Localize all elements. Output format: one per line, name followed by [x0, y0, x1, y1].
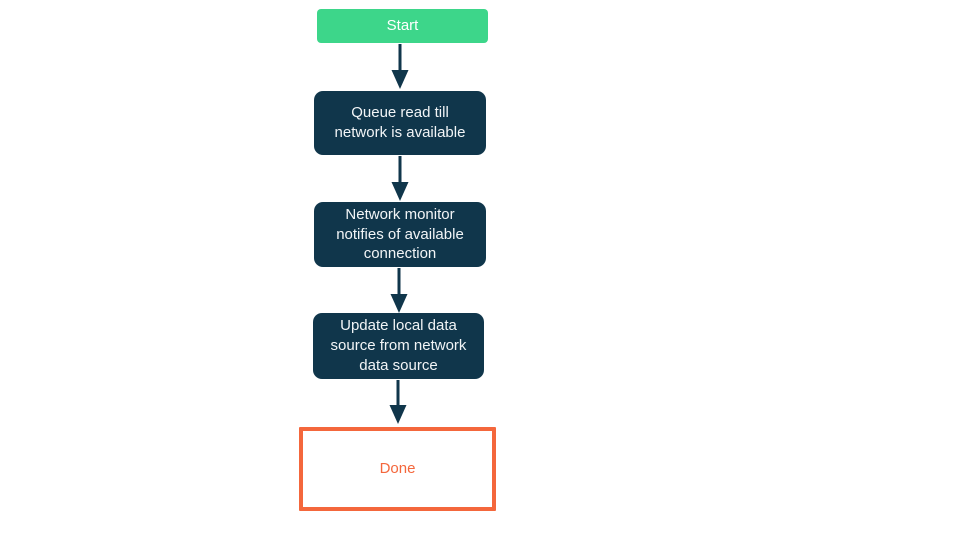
flow-node-done[interactable]: Done: [299, 427, 496, 511]
flow-node-queue-read[interactable]: Queue read till network is available: [314, 91, 486, 155]
flow-node-network-monitor-label: Network monitor notifies of available co…: [336, 205, 464, 263]
flow-node-done-label: Done: [379, 460, 416, 478]
flow-node-network-monitor[interactable]: Network monitor notifies of available co…: [314, 202, 486, 267]
flow-arrow-queue-read-to-network-monitor: [386, 156, 414, 202]
flow-node-start[interactable]: Start: [317, 9, 488, 43]
flow-arrow-network-monitor-to-update-local: [385, 268, 413, 314]
flow-node-start-label: Start: [386, 17, 419, 35]
flow-arrow-start-to-queue-read: [386, 44, 414, 90]
flow-node-update-local-label: Update local data source from network da…: [330, 317, 467, 374]
flow-node-update-local[interactable]: Update local data source from network da…: [313, 313, 484, 379]
flow-arrow-update-local-to-done: [384, 380, 412, 426]
flow-node-queue-read-label: Queue read till network is available: [334, 104, 466, 141]
